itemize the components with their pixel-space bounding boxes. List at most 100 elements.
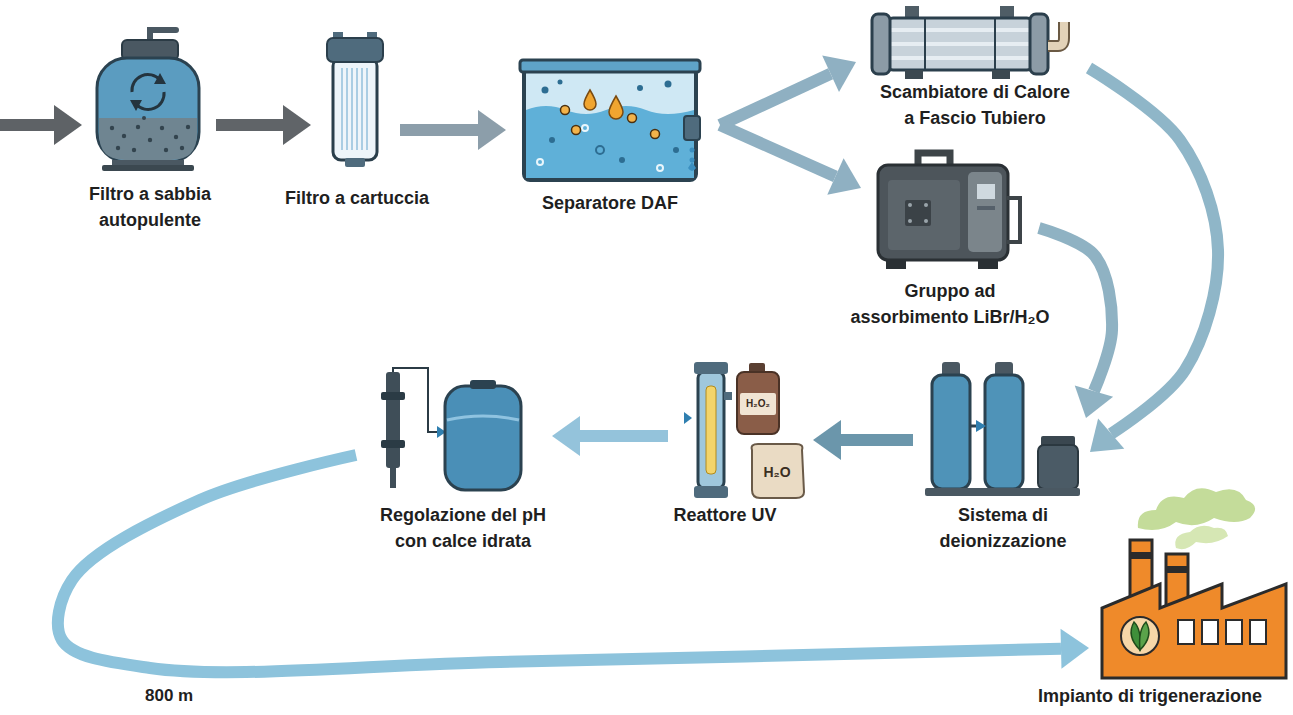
uv-reactor-icon bbox=[684, 362, 804, 498]
label-group: Filtro a sabbia autopulente bbox=[70, 182, 230, 233]
uv-reactor-icon-part bbox=[737, 372, 779, 434]
label-group: Regolazione del pH con calce idrata bbox=[373, 503, 553, 554]
flow-line bbox=[580, 430, 668, 442]
label-group: Gruppo ad assorbimento LiBr/H₂O bbox=[848, 279, 1053, 330]
daf-tank-icon-part bbox=[688, 162, 696, 171]
flow-arrow bbox=[720, 125, 861, 195]
equipment-node: Sistema di deionizzazione bbox=[925, 360, 1080, 498]
heat-exchanger-icon-part bbox=[885, 18, 1035, 70]
daf-tank-icon-part bbox=[549, 137, 555, 143]
arrow-head bbox=[1090, 419, 1124, 452]
factory-icon-part bbox=[1250, 620, 1266, 644]
factory-icon-part bbox=[1121, 617, 1159, 655]
ph-dosing-icon-part bbox=[381, 392, 405, 400]
sand-filter-icon-part bbox=[122, 134, 126, 138]
cartridge-filter-icon-part bbox=[333, 58, 377, 160]
sand-filter-icon-part bbox=[148, 138, 152, 142]
heat-exchanger-icon-part bbox=[872, 14, 890, 74]
daf-tank-icon-part bbox=[690, 158, 695, 163]
flow-arrow bbox=[216, 105, 311, 145]
deionization-icon-part bbox=[985, 375, 1023, 489]
flow-line bbox=[720, 125, 835, 177]
absorption-chiller-icon bbox=[878, 153, 1020, 269]
heat-exchanger-icon-part bbox=[890, 30, 1030, 58]
flow-line bbox=[400, 124, 478, 136]
equipment-label: Reattore UV bbox=[673, 503, 776, 529]
equipment-node: Filtro a sabbia autopulente bbox=[92, 30, 202, 172]
heat-exchanger-icon-part bbox=[992, 70, 1010, 79]
absorption-chiller-icon-part bbox=[908, 203, 912, 207]
daf-tank-icon-part bbox=[657, 165, 663, 171]
sand-filter-icon-part bbox=[99, 118, 197, 160]
factory-icon-part bbox=[1178, 620, 1194, 644]
sand-filter-icon-part bbox=[154, 73, 166, 84]
absorption-chiller-icon-part bbox=[888, 180, 960, 250]
flow-arrow bbox=[552, 416, 668, 456]
daf-tank-icon-part bbox=[596, 146, 604, 154]
sand-filter-icon-part bbox=[97, 58, 199, 162]
daf-tank-icon-part bbox=[558, 80, 563, 85]
arrow-head bbox=[813, 420, 841, 460]
uv-reactor-icon-part bbox=[740, 393, 776, 415]
daf-tank-icon-part bbox=[520, 60, 700, 72]
absorption-chiller-icon-part bbox=[886, 259, 906, 269]
flow-line bbox=[216, 119, 283, 131]
sand-filter-icon-part bbox=[110, 126, 114, 130]
label-group: Scambiatore di Calore a Fascio Tubiero bbox=[876, 80, 1074, 131]
uv-reactor-icon-part bbox=[752, 444, 804, 498]
flow-line bbox=[841, 434, 913, 446]
equipment-label: Impianto di trigenerazione bbox=[1038, 684, 1262, 710]
inlet-arrow-part bbox=[54, 105, 82, 145]
equipment-label: Regolazione del pH con calce idrata bbox=[373, 503, 553, 554]
daf-tank-icon-part bbox=[690, 148, 695, 153]
arrow-head bbox=[283, 105, 311, 145]
cartridge-filter-icon-part bbox=[327, 38, 383, 62]
label-group: Sistema di deionizzazione bbox=[928, 503, 1078, 554]
daf-tank-icon-part bbox=[572, 126, 581, 135]
uv-reactor-icon-part bbox=[684, 412, 692, 424]
factory-icon-part bbox=[1102, 584, 1286, 678]
inlet-arrow-part bbox=[0, 119, 54, 131]
cartridge-filter-icon-part bbox=[342, 68, 367, 150]
flow-arrow bbox=[720, 56, 856, 125]
flow-line bbox=[1039, 228, 1112, 391]
flow-arrow bbox=[1089, 68, 1218, 452]
heat-exchanger-icon-part bbox=[1030, 14, 1048, 74]
sand-filter-icon-part bbox=[160, 126, 164, 130]
deionization-icon bbox=[925, 362, 1080, 496]
absorption-chiller-icon-part bbox=[978, 259, 998, 269]
sand-filter-icon-part bbox=[116, 146, 120, 150]
equipment-label: Scambiatore di Calore a Fascio Tubiero bbox=[876, 80, 1074, 131]
daf-tank-icon bbox=[520, 60, 700, 180]
sand-filter-icon-part bbox=[130, 100, 142, 111]
distance-label: 800 m bbox=[143, 686, 195, 706]
ph-dosing-icon-part bbox=[447, 416, 519, 420]
daf-tank-icon-part bbox=[684, 116, 700, 140]
daf-tank-icon-part bbox=[542, 87, 549, 94]
equipment-node: Regolazione del pH con calce idrata bbox=[378, 366, 530, 492]
daf-tank-icon-part bbox=[673, 147, 679, 153]
equipment-label: Filtro a sabbia autopulente bbox=[70, 182, 230, 233]
label-group: Filtro a cartuccia bbox=[285, 186, 429, 212]
uv-reactor-icon-part bbox=[694, 362, 728, 374]
factory-icon bbox=[1102, 488, 1286, 678]
equipment-label: Sistema di deionizzazione bbox=[928, 503, 1078, 554]
sand-filter-icon-part bbox=[186, 125, 190, 129]
absorption-chiller-icon-part bbox=[905, 200, 931, 226]
factory-icon-part bbox=[1138, 488, 1255, 530]
absorption-chiller-icon-part bbox=[924, 219, 928, 223]
deionization-icon-part bbox=[925, 488, 1080, 496]
chemical-label: H₂O bbox=[761, 464, 792, 480]
absorption-chiller-icon-part bbox=[924, 203, 928, 207]
deionization-icon-part bbox=[976, 420, 986, 432]
sand-filter-icon-part bbox=[102, 165, 194, 171]
flow-line bbox=[720, 74, 831, 125]
inlet-arrow bbox=[0, 105, 82, 145]
equipment-node: Scambiatore di Calore a Fascio Tubiero bbox=[870, 4, 1065, 80]
flow-arrow bbox=[1039, 228, 1113, 418]
factory-icon-part bbox=[1140, 622, 1149, 650]
label-group: Separatore DAF bbox=[542, 191, 678, 217]
